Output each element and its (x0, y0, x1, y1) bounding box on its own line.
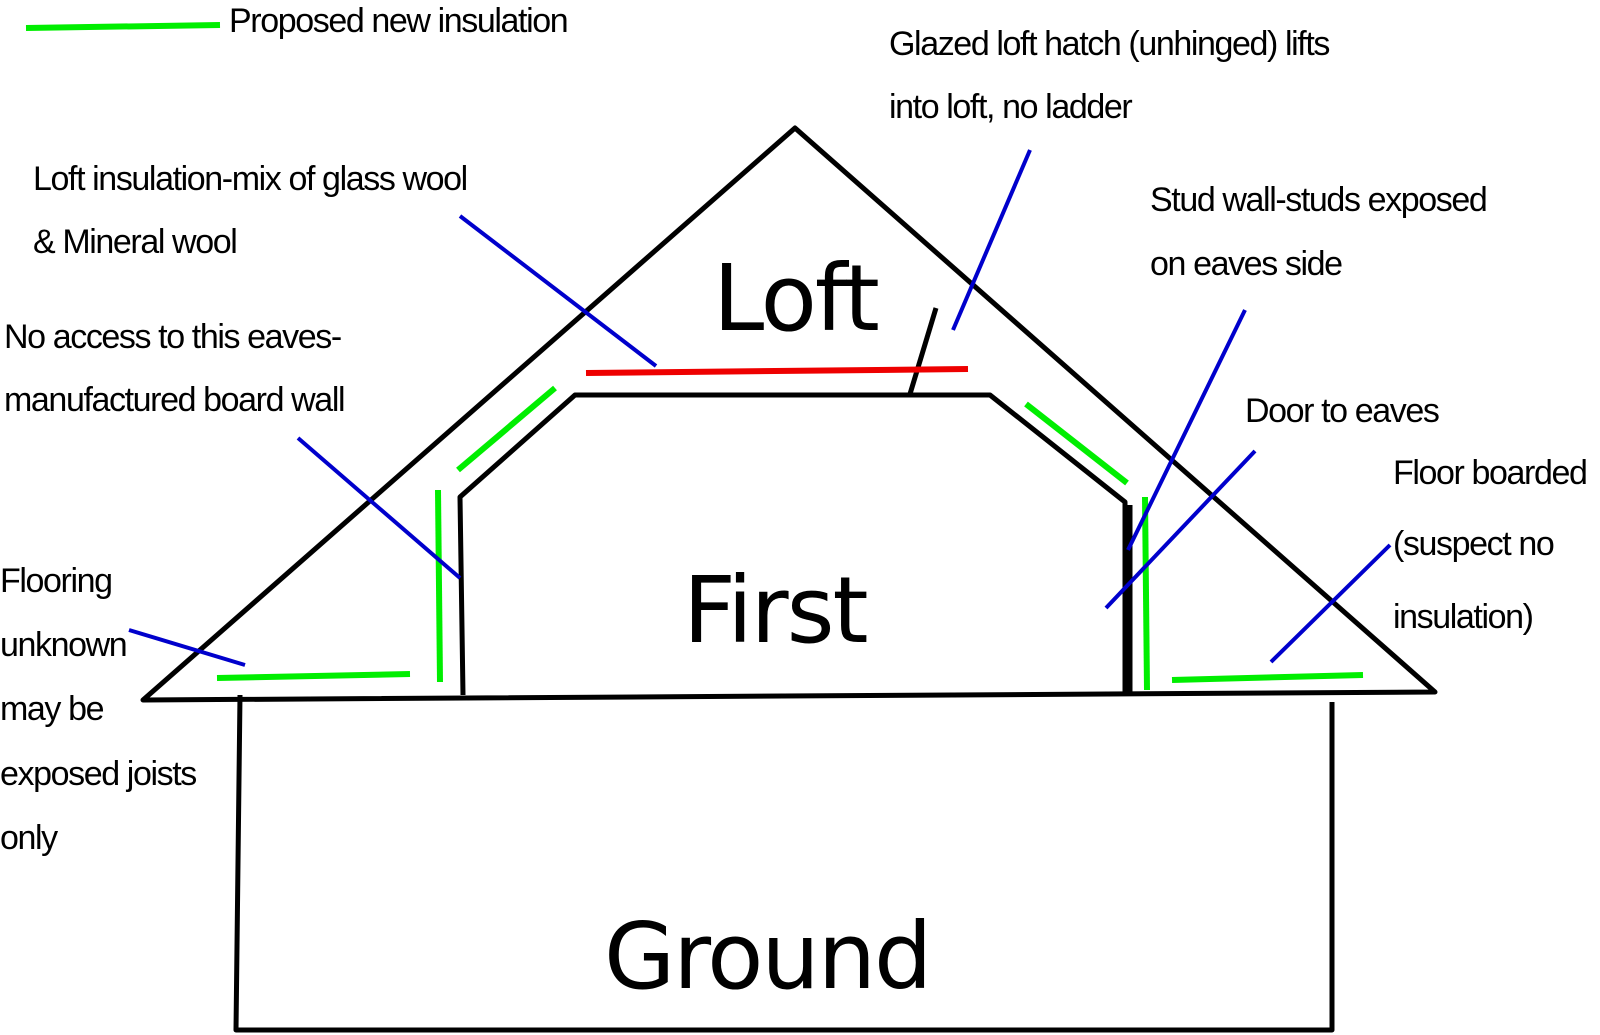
existing-loft-insulation-line (585, 366, 969, 376)
annotation-line: Stud wall-studs exposed (1150, 181, 1486, 219)
annotation-line: Loft insulation-mix of glass wool (33, 160, 467, 198)
insulation-legend-swatch (25, 22, 221, 31)
annotation-floor-boarded: Floor boarded (suspect no insulation) (1393, 454, 1588, 636)
loft-hatch-mark (907, 307, 939, 395)
annotation-no-access-eaves: No access to this eaves- manufactured bo… (4, 318, 346, 419)
annotation-line: Glazed loft hatch (unhinged) lifts (889, 25, 1329, 63)
annotation-line: No access to this eaves- (4, 318, 341, 356)
annotation-loft-hatch: Glazed loft hatch (unhinged) lifts into … (889, 25, 1331, 126)
leader-loft-hatch (951, 149, 1032, 331)
leader-door-to-eaves (1104, 449, 1257, 610)
insulation-right-slope (1024, 401, 1129, 486)
annotation-line: unknown (0, 626, 126, 664)
insulation-right-knee-wall (1142, 496, 1150, 691)
loft-label: Loft (713, 245, 878, 352)
leader-flooring-unknown (128, 628, 246, 667)
first-floor-room-outline (457, 392, 1133, 696)
annotation-line: insulation) (1393, 598, 1533, 636)
insulation-right-eaves-floor (1171, 672, 1364, 683)
annotation-line: Flooring (0, 562, 112, 600)
insulation-left-slope (456, 385, 557, 473)
annotation-line: may be (0, 690, 104, 728)
annotation-line: & Mineral wool (33, 223, 236, 261)
insulation-left-eaves-floor (216, 671, 411, 681)
leader-loft-insulation (458, 214, 658, 368)
annotation-line: Door to eaves (1245, 392, 1439, 430)
annotation-line: manufactured board wall (4, 381, 344, 419)
annotation-line: Floor boarded (1393, 454, 1587, 492)
annotation-line: on eaves side (1150, 245, 1342, 283)
annotation-loft-insulation: Loft insulation-mix of glass wool & Mine… (33, 160, 468, 261)
roof-outline (140, 125, 1438, 703)
annotation-line: (suspect no (1393, 525, 1554, 563)
proposed-insulation-lines (25, 22, 1364, 691)
annotation-line: only (0, 819, 58, 857)
annotation-flooring-unknown: Flooring unknown may be exposed joists o… (0, 562, 198, 857)
insulation-left-knee-wall (435, 489, 443, 683)
ground-label: Ground (604, 903, 930, 1010)
annotation-line: into loft, no ladder (889, 88, 1132, 126)
legend-label: Proposed new insulation (229, 2, 567, 40)
leader-no-access-eaves (296, 436, 462, 580)
leader-stud-wall (1126, 309, 1247, 551)
ground-floor-walls (233, 694, 1335, 1033)
leader-floor-boarded (1269, 543, 1392, 664)
first-label: First (683, 557, 867, 664)
annotation-stud-wall: Stud wall-studs exposed on eaves side (1150, 181, 1488, 283)
annotation-door-to-eaves: Door to eaves (1245, 392, 1440, 430)
leader-lines (128, 149, 1392, 667)
annotation-line: exposed joists (0, 755, 196, 793)
